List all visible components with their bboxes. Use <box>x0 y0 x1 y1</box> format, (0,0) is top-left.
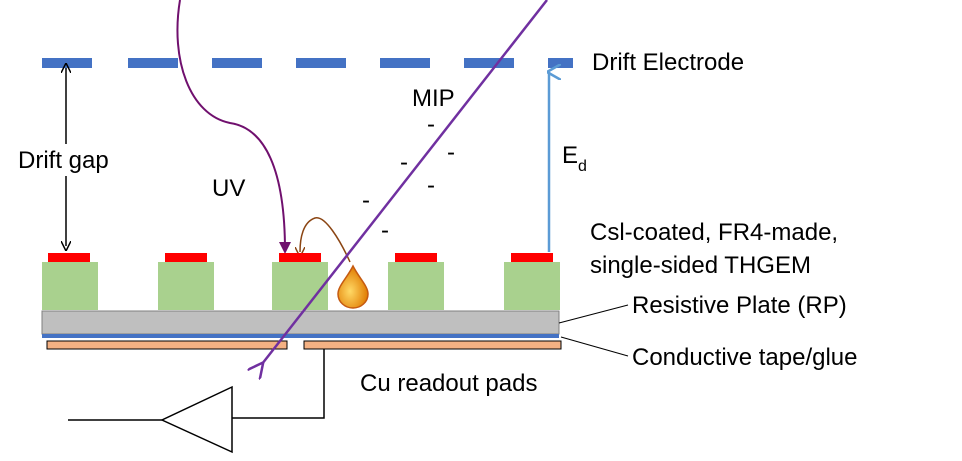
rp-callout-line <box>558 304 629 324</box>
thgem-label-line2: single-sided THGEM <box>590 252 811 279</box>
thgem-electrode <box>48 253 90 262</box>
ionization-charge: - <box>427 172 435 199</box>
thgem-pillar <box>158 262 214 310</box>
thgem-pillar <box>388 262 444 310</box>
drift-electrode-label: Drift Electrode <box>592 49 744 76</box>
mip-label: MIP <box>412 85 455 112</box>
thgem-electrode <box>395 253 437 262</box>
uv-photon-track <box>176 0 291 254</box>
thgem-electrode <box>511 253 553 262</box>
ionization-charge: - <box>427 111 435 138</box>
mip-track <box>262 0 548 364</box>
readout-pads-label: Cu readout pads <box>360 370 537 397</box>
conductive-layer <box>42 334 559 338</box>
amplifier-icon <box>160 385 233 454</box>
readout-wire <box>232 349 325 419</box>
uv-label: UV <box>212 175 245 202</box>
drift-field-label: Ed <box>562 142 587 175</box>
thgem-pillar <box>42 262 98 310</box>
resistive-plate-label: Resistive Plate (RP) <box>632 292 847 319</box>
readout-pad-left <box>46 340 288 350</box>
readout-pad-right <box>303 340 562 350</box>
thgem-label-line1: Csl-coated, FR4-made, <box>590 219 838 246</box>
thgem-pillar <box>272 262 328 310</box>
thgem-pillar <box>504 262 560 310</box>
photoelectron-path <box>300 217 351 263</box>
ionization-charge: - <box>362 187 370 214</box>
thgem-plate <box>42 253 560 310</box>
drift-gap-label: Drift gap <box>18 147 109 174</box>
drift-gap-label-bg <box>12 144 132 176</box>
conductive-tape-label: Conductive tape/glue <box>632 344 858 371</box>
tape-callout-line <box>560 336 629 357</box>
thgem-electrode <box>165 253 207 262</box>
ionization-charge: - <box>400 149 408 176</box>
drift-field-subscript: d <box>578 158 587 175</box>
photon-drop-icon <box>337 264 369 309</box>
drift-field-symbol: E <box>562 142 578 169</box>
ionization-charge: - <box>447 139 455 166</box>
ionization-charge: - <box>381 217 389 244</box>
thgem-electrode <box>279 253 321 262</box>
